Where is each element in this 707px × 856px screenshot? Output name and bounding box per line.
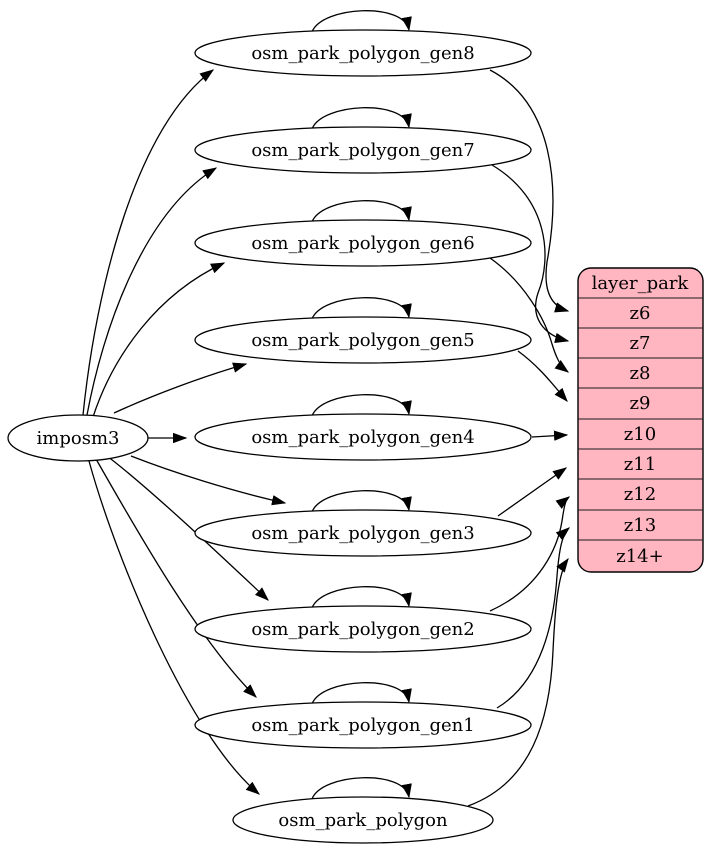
edge-imposm3-to-gen7 (86, 167, 218, 416)
node-imposm3: imposm3 (7, 414, 149, 462)
gen7-label: osm_park_polygon_gen7 (251, 140, 474, 161)
layer-park-title: layer_park (592, 273, 690, 294)
polygon-label: osm_park_polygon (278, 810, 448, 831)
node-osm-park-polygon-gen1: osm_park_polygon_gen1 (194, 701, 532, 749)
gen2-label: osm_park_polygon_gen2 (251, 619, 474, 640)
edge-gen8-to-z6 (489, 69, 570, 313)
row-label-z9: z9 (630, 393, 651, 414)
edges-to-layer-rows (467, 69, 571, 807)
edge-gen1-to-z13 (496, 527, 570, 709)
imposm3-label: imposm3 (37, 428, 120, 449)
row-label-z8: z8 (630, 363, 651, 384)
node-osm-park-polygon-gen2: osm_park_polygon_gen2 (194, 605, 532, 653)
edges-self-loops (311, 10, 412, 800)
gen2-ellipse (194, 605, 532, 653)
self-loop-gen6 (311, 200, 412, 223)
self-loop-gen5 (311, 297, 412, 320)
gen4-label: osm_park_polygon_gen4 (251, 427, 474, 448)
row-label-z13: z13 (624, 515, 656, 536)
gen1-label: osm_park_polygon_gen1 (251, 715, 474, 736)
gen4-ellipse (194, 413, 532, 461)
gen5-ellipse (194, 316, 532, 364)
edge-polygon-to-z14 (467, 557, 569, 807)
row-label-z7: z7 (630, 333, 651, 354)
node-osm-park-polygon-gen3: osm_park_polygon_gen3 (194, 509, 532, 557)
gen3-ellipse (194, 509, 532, 557)
edge-imposm3-to-polygon (88, 460, 261, 795)
self-loop-gen2 (311, 586, 412, 609)
row-label-z14: z14+ (616, 546, 663, 567)
edge-imposm3-to-gen8 (82, 69, 215, 416)
edge-gen3-to-z11 (497, 467, 568, 517)
row-label-z12: z12 (624, 484, 656, 505)
gen6-label: osm_park_polygon_gen6 (251, 233, 474, 254)
gen8-ellipse (194, 29, 532, 77)
gen7-ellipse (194, 126, 532, 174)
layer-park-table: layer_park z6 z7 z8 z9 z10 z11 z12 z13 z… (577, 267, 704, 573)
edges-imposm3-fanout (82, 69, 287, 795)
edge-imposm3-to-gen1 (95, 458, 257, 698)
node-osm-park-polygon-gen8: osm_park_polygon_gen8 (194, 29, 532, 77)
edge-gen7-to-z7 (491, 164, 570, 344)
self-loop-gen4 (311, 394, 412, 417)
self-loop-gen3 (311, 490, 412, 513)
node-osm-park-polygon-gen6: osm_park_polygon_gen6 (194, 219, 532, 267)
edge-imposm3-to-gen3 (130, 455, 287, 506)
gen6-ellipse (194, 219, 532, 267)
self-loop-gen1 (311, 682, 412, 705)
edge-gen4-to-z10 (531, 430, 569, 441)
self-loop-gen8 (311, 10, 412, 33)
gen8-label: osm_park_polygon_gen8 (251, 43, 474, 64)
edge-gen5-to-z9 (517, 350, 568, 402)
node-osm-park-polygon-gen7: osm_park_polygon_gen7 (194, 126, 532, 174)
node-osm-park-polygon: osm_park_polygon (232, 796, 494, 844)
edge-imposm3-to-gen2 (106, 455, 269, 601)
self-loop-gen7 (311, 107, 412, 130)
layer-park-background (577, 267, 704, 573)
edge-imposm3-to-gen6 (92, 262, 226, 418)
row-label-z10: z10 (624, 424, 656, 445)
edge-imposm3-to-gen5 (113, 362, 248, 414)
row-label-z6: z6 (630, 303, 651, 324)
node-osm-park-polygon-gen4: osm_park_polygon_gen4 (194, 413, 532, 461)
node-osm-park-polygon-gen5: osm_park_polygon_gen5 (194, 316, 532, 364)
gen1-ellipse (194, 701, 532, 749)
gen5-label: osm_park_polygon_gen5 (251, 330, 474, 351)
edge-gen6-to-z8 (489, 257, 570, 373)
polygon-ellipse (232, 796, 494, 844)
gen3-label: osm_park_polygon_gen3 (251, 523, 474, 544)
imposm3-ellipse (7, 414, 149, 462)
self-loop-polygon (311, 777, 412, 800)
row-label-z11: z11 (624, 454, 656, 475)
